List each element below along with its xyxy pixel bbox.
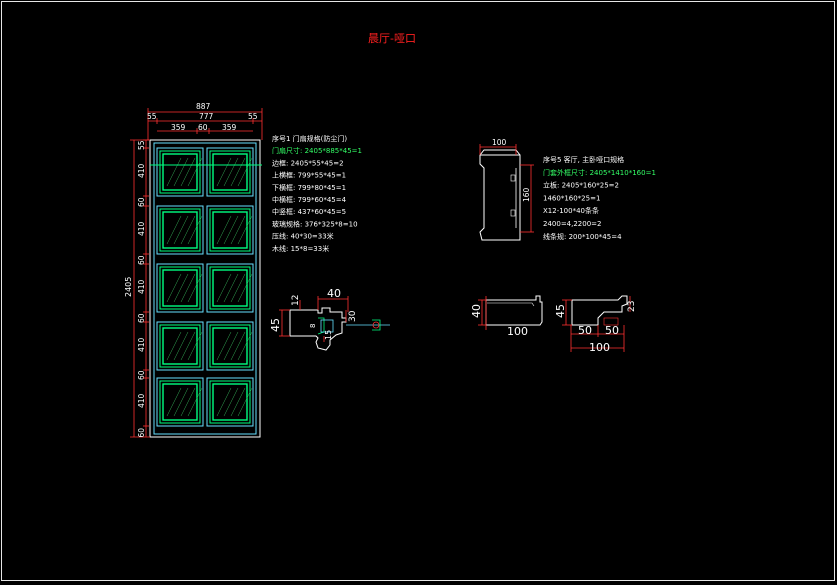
door-panel — [206, 205, 254, 255]
jamb-outline — [479, 154, 521, 241]
spec-line: 1460*160*25=1 — [543, 194, 600, 202]
trim-profile-1: 40 100 — [470, 295, 543, 338]
molding-dim-b: 30 — [348, 310, 358, 322]
dim-rail-labels: 55 410 60 410 60 410 60 410 60 410 60 — [137, 139, 149, 438]
molding-inner — [317, 317, 325, 335]
molding-height: 45 — [269, 318, 282, 332]
dim-right-stile: 55 — [248, 112, 258, 121]
molding-outline — [289, 307, 347, 351]
molding-dim-a: 12 — [291, 295, 301, 306]
door-panel — [156, 205, 204, 255]
trim1-outline — [485, 295, 543, 326]
dim-rail-label: 60 — [137, 255, 146, 265]
spec-line: 压线: 40*30=33米 — [272, 232, 334, 241]
door-panel — [156, 147, 204, 197]
molding-dim-c: 15 — [324, 330, 333, 340]
dim-rail-label: 55 — [137, 140, 146, 150]
section-marker-icon — [372, 321, 380, 329]
spec-line: 立板: 2405*160*25=2 — [543, 181, 619, 190]
dim-rail-label: 410 — [137, 221, 146, 236]
door-left-dimensions: 2405 55 410 60 410 60 410 60 410 60 410 60 — [124, 139, 150, 438]
spec-line: 序号5 客厅, 主卧哑口规格 — [543, 155, 624, 164]
door-panel — [156, 321, 204, 371]
molding-width: 40 — [327, 287, 341, 300]
spec-line: 线条规: 200*100*45=4 — [543, 232, 622, 241]
door-panel — [206, 263, 254, 313]
dim-rail-label: 60 — [137, 370, 146, 380]
profile-molding-section: 40 45 12 30 15 8 — [269, 287, 390, 351]
trim-profile-2: 45 50 50 100 23 — [554, 295, 637, 354]
bead-profile — [372, 319, 381, 331]
trim2-outline — [571, 295, 628, 326]
door-panel — [206, 377, 254, 427]
dim-mid-rail: 60 — [198, 123, 208, 132]
dim-inner-width: 777 — [199, 112, 214, 121]
spec-line: 下横框: 799*80*45=1 — [272, 183, 346, 192]
molding-glass-slot — [320, 319, 334, 333]
jamb-top-edge — [479, 149, 521, 156]
dim-overall-width: 887 — [196, 102, 211, 111]
trim2-w2: 50 — [605, 324, 619, 337]
spec-line: 门扇尺寸: 2405*885*45=1 — [272, 146, 362, 155]
door-panel — [206, 147, 254, 197]
jamb-top-dim: 100 — [492, 138, 507, 147]
door-outline — [149, 139, 261, 438]
door-top-dimensions: 887 55 777 55 359 60 359 — [147, 102, 263, 140]
spec-line: 门套外框尺寸: 2405*1410*160=1 — [543, 168, 656, 177]
trim1-height: 40 — [470, 304, 483, 318]
dim-total-height: 2405 — [124, 277, 133, 297]
dim-rail-label: 60 — [137, 197, 146, 207]
spec-line: X12-100*40条条 — [543, 206, 599, 215]
dim-right-panel: 359 — [222, 123, 237, 132]
spec-line: 2400=4,2200=2 — [543, 220, 602, 228]
dim-rail-label: 410 — [137, 163, 146, 178]
door-panel — [156, 377, 204, 427]
dim-left-stile: 55 — [147, 112, 157, 121]
spec-line: 木线: 15*8=33米 — [272, 244, 329, 253]
dim-rail-label: 410 — [137, 337, 146, 352]
spec-line: 上横框: 799*55*45=1 — [272, 171, 346, 180]
spec-block-door: 序号1 门扇规格(防尘门) 门扇尺寸: 2405*885*45=1 边框: 2405… — [272, 134, 362, 253]
door-panel — [156, 263, 204, 313]
jamb-side-dim: 160 — [522, 187, 531, 202]
spec-line: 玻璃规格: 376*325*8=10 — [272, 219, 358, 228]
dim-rail-label: 410 — [137, 393, 146, 408]
drawing-title: 晨厅-哑口 — [368, 32, 416, 45]
door-elevation — [149, 139, 262, 438]
door-panel — [206, 321, 254, 371]
molding-dim-d: 8 — [309, 324, 317, 328]
trim2-w1: 50 — [578, 324, 592, 337]
spec-line: 中竖框: 437*60*45=5 — [272, 207, 346, 216]
spec-line: 序号1 门扇规格(防尘门) — [272, 134, 347, 143]
trim2-total: 100 — [589, 341, 610, 354]
trim1-width: 100 — [507, 325, 528, 338]
trim2-height: 45 — [554, 304, 567, 318]
dim-left-panel: 359 — [171, 123, 186, 132]
door-panels — [150, 147, 262, 427]
dim-rail-label: 60 — [137, 313, 146, 323]
spec-line: 中横框: 799*60*45=4 — [272, 195, 347, 204]
jamb-section: 100 160 — [479, 138, 534, 241]
dim-rail-label: 60 — [137, 428, 146, 438]
dim-rail-label: 410 — [137, 279, 146, 294]
trim2-r: 23 — [627, 301, 637, 312]
door-inner-frame — [153, 142, 257, 435]
spec-line: 边框: 2405*55*45=2 — [272, 158, 344, 167]
